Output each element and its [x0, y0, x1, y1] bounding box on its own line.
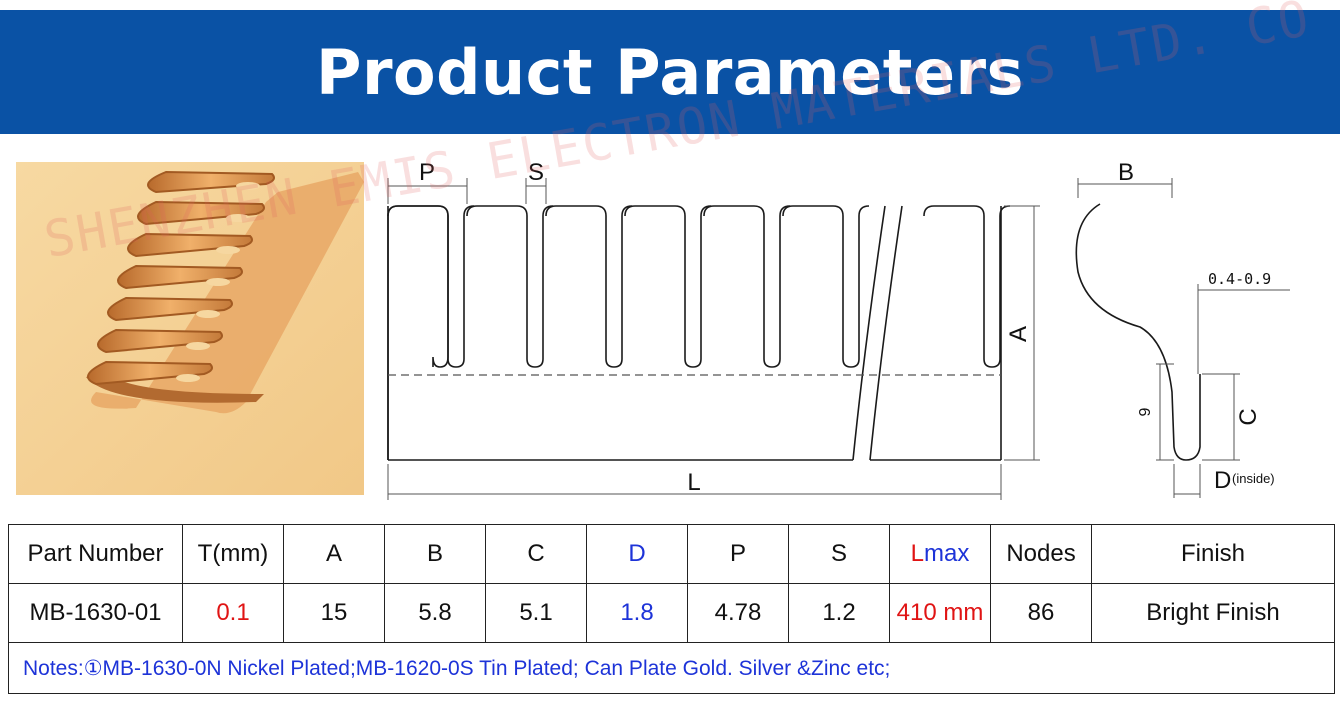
- cell-p: 4.78: [687, 583, 789, 643]
- finger-slot: [624, 205, 712, 368]
- finger-slot: [782, 205, 870, 368]
- finger-slot: [387, 205, 475, 368]
- dim-label-range: 0.4-0.9: [1208, 270, 1271, 288]
- finger-slot: [466, 205, 554, 368]
- front-view-drawing: P S L A: [380, 152, 1050, 507]
- cell-c: 5.1: [485, 583, 587, 643]
- side-view-svg: B 0.4-0.9 9 C D (inside): [1075, 159, 1290, 498]
- notes-text: Notes:①MB-1630-0N Nickel Plated;MB-1620-…: [8, 642, 1335, 694]
- finger-strip-illustration: [16, 162, 364, 495]
- header-banner: Product Parameters: [0, 10, 1340, 134]
- header-part-number: Part Number: [8, 524, 183, 584]
- dim-label-p: P: [419, 159, 435, 186]
- dim-label-l: L: [687, 469, 700, 496]
- header-c: C: [485, 524, 587, 584]
- cell-t: 0.1: [182, 583, 284, 643]
- page-title: Product Parameters: [316, 35, 1024, 109]
- header-s: S: [788, 524, 890, 584]
- table-note-row: Notes:①MB-1630-0N Nickel Plated;MB-1620-…: [8, 642, 1335, 694]
- header-t: T(mm): [182, 524, 284, 584]
- cell-lmax: 410 mm: [889, 583, 991, 643]
- header-lmax-l: L: [910, 540, 924, 567]
- dim-label-d: D: [1214, 467, 1231, 494]
- product-photo: [16, 162, 364, 495]
- table-row: MB-1630-01 0.1 15 5.8 5.1 1.8 4.78 1.2 4…: [8, 583, 1335, 643]
- header-finish: Finish: [1091, 524, 1335, 584]
- cell-finish: Bright Finish: [1091, 583, 1335, 643]
- dim-label-a: A: [1005, 326, 1032, 342]
- header-nodes: Nodes: [990, 524, 1092, 584]
- dim-label-s: S: [528, 159, 544, 186]
- parameters-table: Part Number T(mm) A B C D P S Lmax Nodes…: [8, 524, 1335, 694]
- header-d: D: [586, 524, 688, 584]
- finger-slot: [703, 205, 791, 368]
- header-p: P: [687, 524, 789, 584]
- side-view-drawing: B 0.4-0.9 9 C D (inside): [1060, 152, 1300, 507]
- header-b: B: [384, 524, 486, 584]
- cell-a: 15: [283, 583, 385, 643]
- cell-part-number: MB-1630-01: [8, 583, 183, 643]
- table-header-row: Part Number T(mm) A B C D P S Lmax Nodes…: [8, 524, 1335, 584]
- cell-d: 1.8: [586, 583, 688, 643]
- header-lmax-rest: max: [924, 540, 970, 567]
- dim-label-9: 9: [1137, 407, 1154, 416]
- cell-s: 1.2: [788, 583, 890, 643]
- cell-b: 5.8: [384, 583, 486, 643]
- dim-label-d-note: (inside): [1232, 471, 1275, 486]
- front-view-svg: P S L A: [387, 159, 1040, 500]
- dim-label-b: B: [1118, 159, 1134, 186]
- finger-slot: [923, 205, 1011, 368]
- finger-slot: [545, 205, 633, 368]
- header-lmax: Lmax: [889, 524, 991, 584]
- dim-label-c: C: [1235, 408, 1262, 425]
- header-a: A: [283, 524, 385, 584]
- cell-nodes: 86: [990, 583, 1092, 643]
